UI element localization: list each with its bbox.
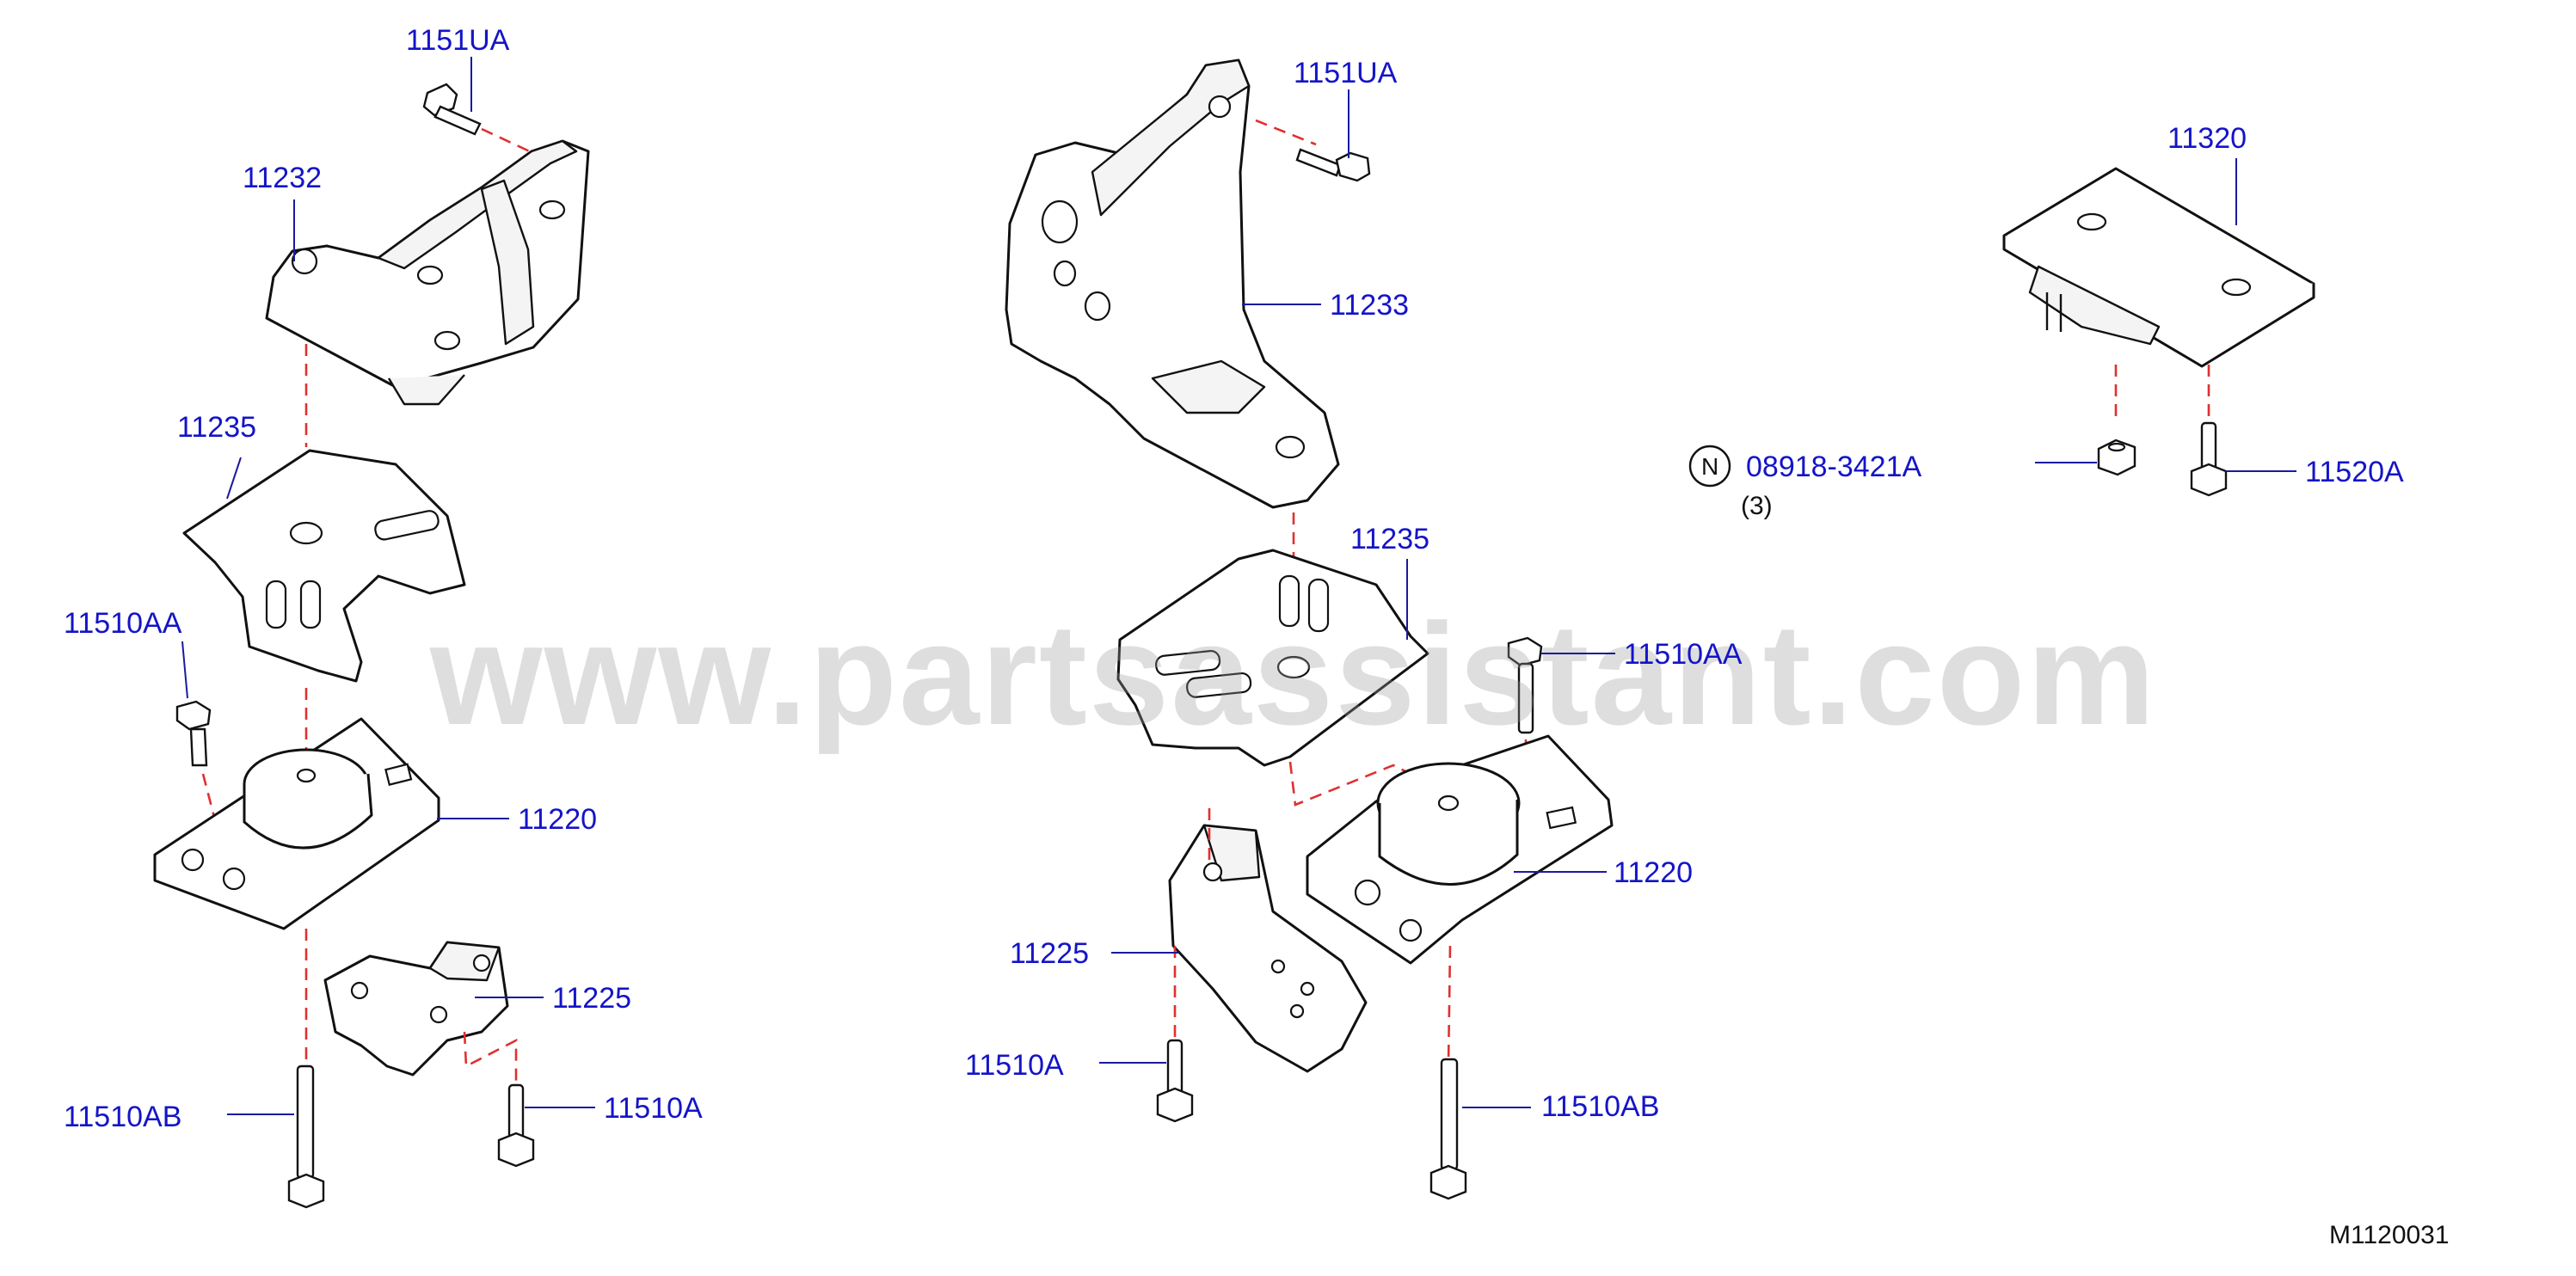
label-11220-left: 11220 <box>518 803 597 836</box>
label-11510ab-mid: 11510AB <box>1541 1090 1659 1123</box>
watermark: www.partsassistant.com <box>429 593 2157 755</box>
bolt-11510aa-mid <box>1507 636 1543 734</box>
label-11520a: 11520A <box>2305 456 2404 488</box>
bolt-11510a-mid <box>1156 1039 1194 1123</box>
label-11510aa-left: 11510AA <box>64 607 182 640</box>
label-11510ab-left: 11510AB <box>64 1101 181 1133</box>
label-11225-left: 11225 <box>552 982 631 1015</box>
bolt-11520a <box>2190 421 2228 497</box>
label-11220-mid: 11220 <box>1614 856 1693 889</box>
figure-code: M1120031 <box>2329 1221 2450 1249</box>
bolt-11510a-left <box>497 1083 535 1168</box>
label-11320: 11320 <box>2167 122 2247 155</box>
note-symbol: N <box>1701 453 1718 480</box>
label-1151ua-left: 1151UA <box>406 24 510 57</box>
label-11235-mid: 11235 <box>1350 523 1429 555</box>
label-11232: 11232 <box>243 162 322 194</box>
bracket-11232-left <box>265 139 590 406</box>
leader-lines <box>181 57 2296 1115</box>
label-08918-3421a: 08918-3421A <box>1746 451 1922 483</box>
heat-shield-11235-left <box>182 449 466 683</box>
note-symbol-circle <box>1688 445 1731 488</box>
bolt-1151ua-left <box>422 83 482 136</box>
label-11233: 11233 <box>1330 289 1409 322</box>
nut-08918-3421a <box>2097 439 2136 476</box>
label-11510a-left: 11510A <box>604 1092 703 1125</box>
insulator-11320-right <box>2002 167 2315 368</box>
bracket-11225-mid <box>1168 824 1368 1073</box>
label-11510a-mid: 11510A <box>965 1049 1064 1082</box>
label-1151ua-mid: 1151UA <box>1294 57 1398 89</box>
engine-mount-11220-mid <box>1306 734 1614 965</box>
bolt-11510aa-left <box>175 700 212 767</box>
heat-shield-11235-mid <box>1116 549 1429 767</box>
engine-mount-11220-left <box>153 717 440 930</box>
label-note-qty: (3) <box>1741 492 1773 520</box>
bolt-11510ab-mid <box>1429 1058 1467 1200</box>
bracket-11225-left <box>323 941 509 1077</box>
bolt-11510ab-left <box>287 1064 325 1209</box>
label-11510aa-mid: 11510AA <box>1624 638 1743 671</box>
bolt-1151ua-mid <box>1295 148 1371 182</box>
label-11225-mid: 11225 <box>1010 937 1089 970</box>
label-11235-left: 11235 <box>177 411 256 444</box>
bracket-11233-mid <box>1005 58 1340 509</box>
